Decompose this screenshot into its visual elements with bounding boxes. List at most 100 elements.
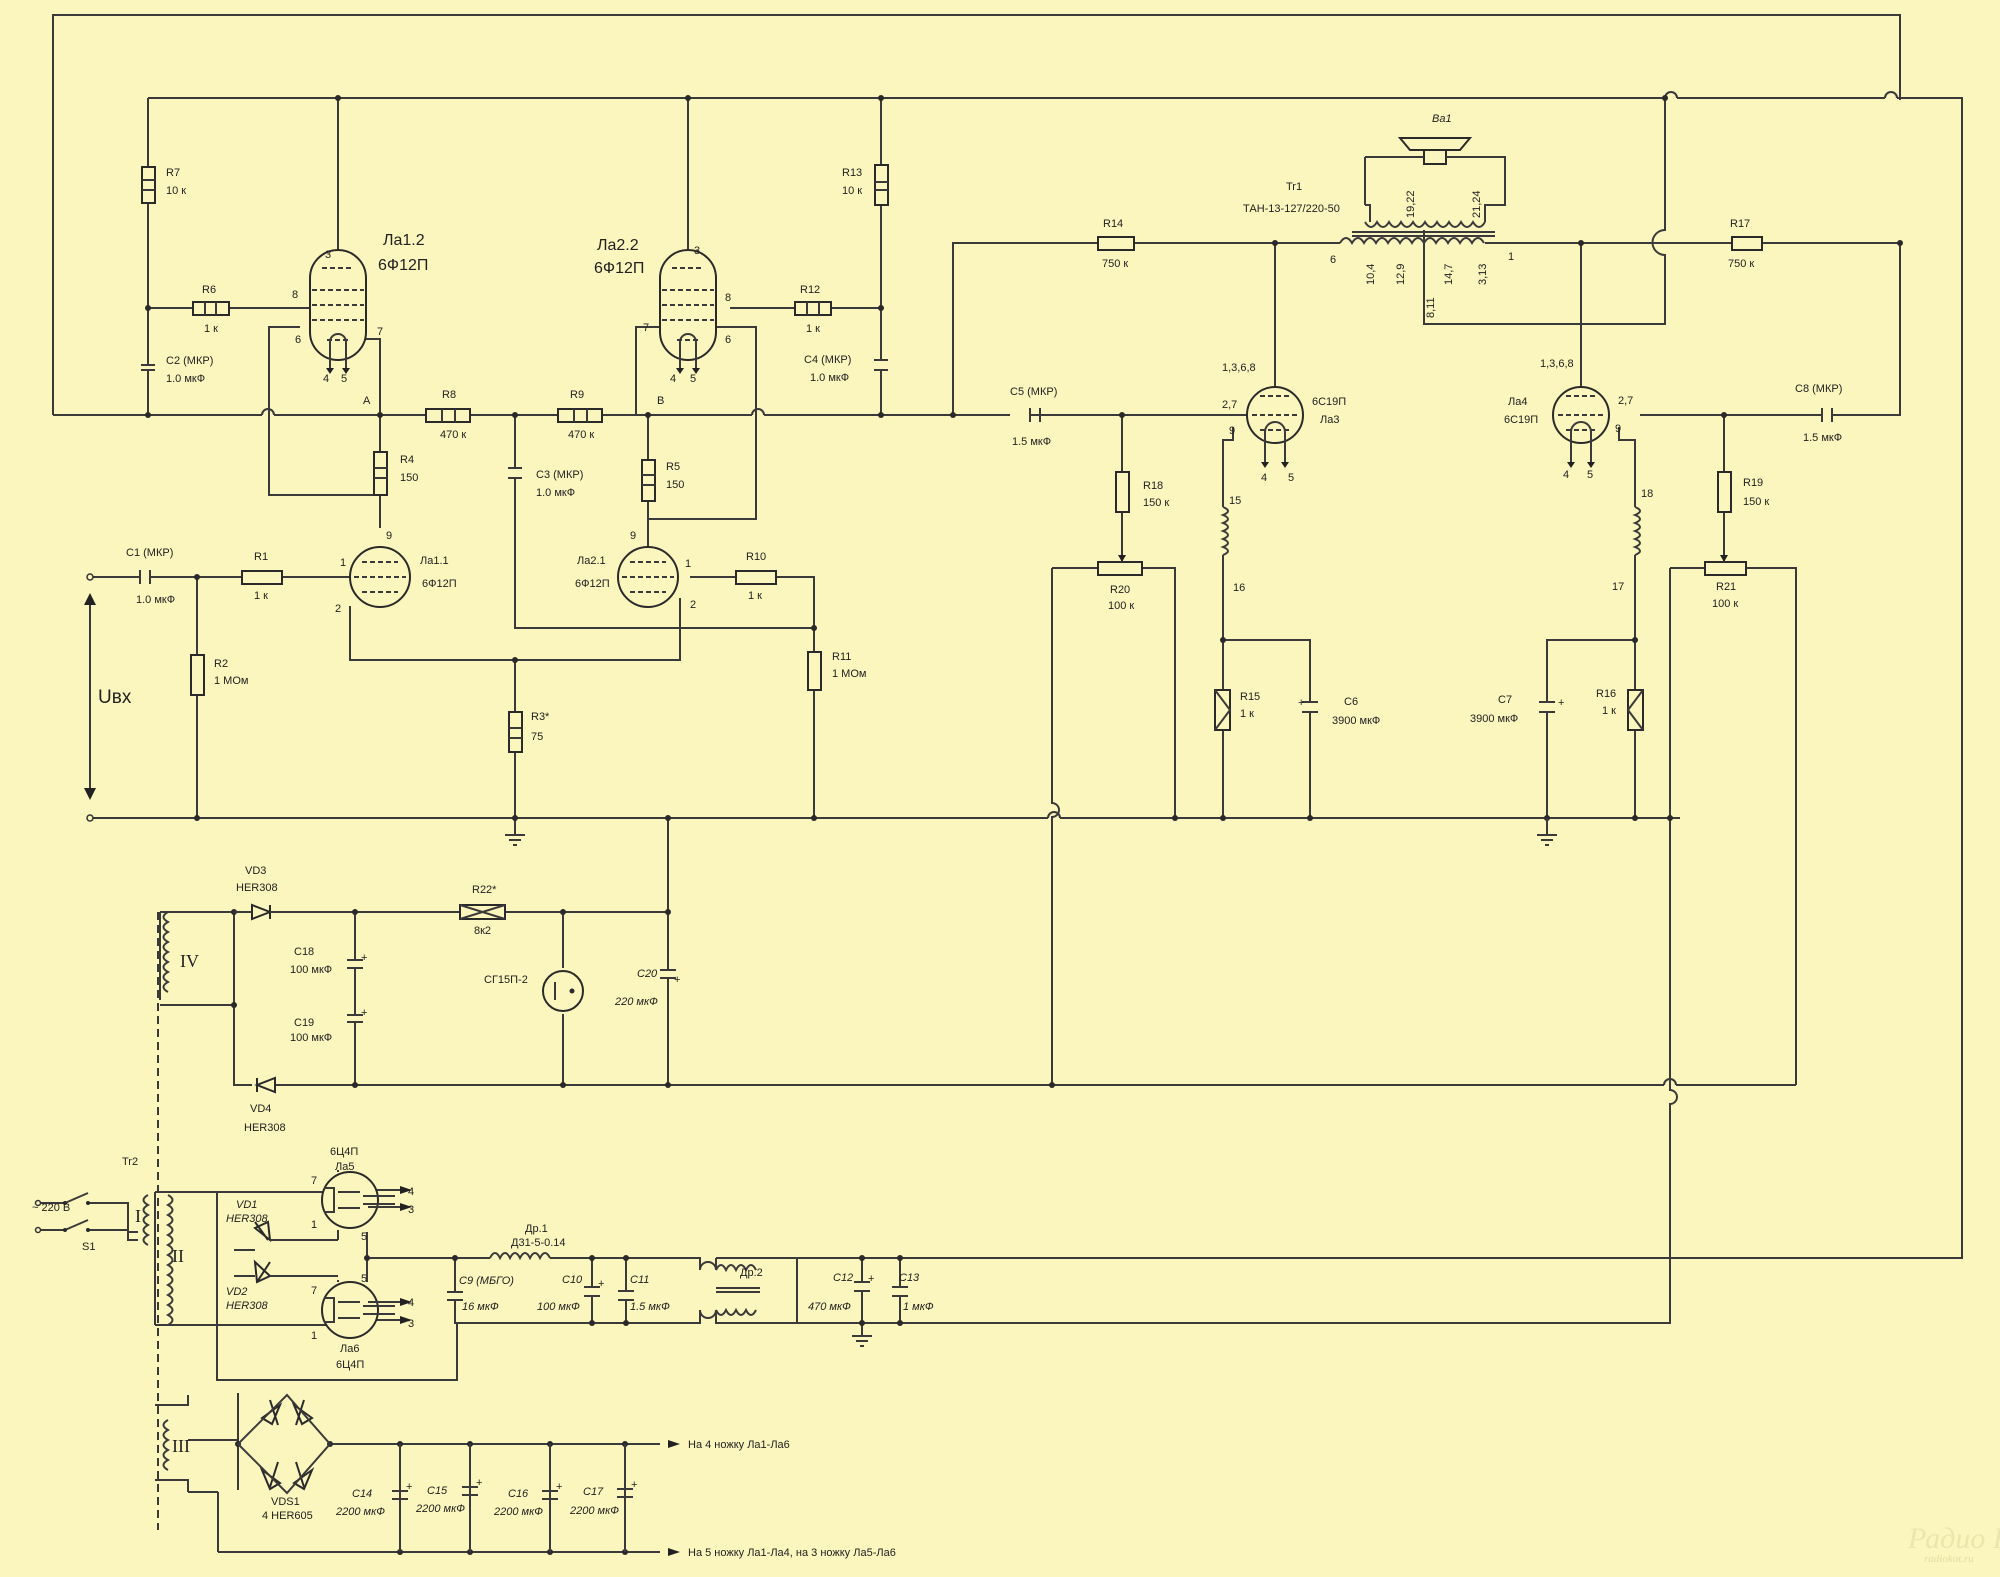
svg-text:+: + bbox=[674, 974, 680, 986]
VD3-diode bbox=[251, 903, 273, 921]
pin-number: 1,3,6,8 bbox=[1222, 362, 1256, 374]
C20-capacitor bbox=[660, 969, 676, 979]
pin-number: 4 bbox=[1563, 469, 1569, 481]
pin-number: 5 bbox=[361, 1273, 367, 1285]
C14-label: C14 bbox=[352, 1488, 372, 1500]
pin-number: 7 bbox=[311, 1175, 317, 1187]
C5-label: C5 (МКР) bbox=[1010, 386, 1057, 398]
R11-value: 1 МОм bbox=[832, 668, 866, 680]
C17-label: C17 bbox=[583, 1486, 604, 1498]
C7-capacitor bbox=[1539, 701, 1555, 713]
pin-number: 1 bbox=[340, 557, 346, 569]
svg-text:+: + bbox=[1298, 697, 1304, 709]
R22-value: 8к2 bbox=[474, 925, 491, 937]
pin-number: 7 bbox=[643, 322, 649, 334]
R18-label: R18 bbox=[1143, 480, 1163, 492]
heater-out-2: На 5 ножку Ла1-Ла4, на 3 ножку Ла5-Ла6 bbox=[688, 1547, 896, 1559]
R7-label: R7 bbox=[166, 167, 180, 179]
C8-value: 1.5 мкФ bbox=[1803, 432, 1842, 444]
C6-capacitor bbox=[1302, 701, 1318, 713]
tr1-pin: 12,9 bbox=[1395, 264, 1407, 285]
C6-value: 3900 мкФ bbox=[1332, 715, 1380, 727]
VD4-diode bbox=[254, 1076, 276, 1094]
R3-label: R3* bbox=[531, 711, 550, 723]
R9-value: 470 к bbox=[568, 429, 594, 441]
R17-value: 750 к bbox=[1728, 258, 1754, 270]
svg-text:+: + bbox=[1558, 697, 1564, 709]
C13-value: 1 мкФ bbox=[903, 1301, 934, 1313]
pin-number: 9 bbox=[386, 530, 392, 542]
capacitors bbox=[139, 359, 1833, 1552]
R20-value: 100 к bbox=[1108, 600, 1134, 612]
C10-value: 100 мкФ bbox=[537, 1301, 580, 1313]
R18-resistor bbox=[1115, 471, 1130, 513]
tr1-pin: 6 bbox=[1330, 254, 1336, 266]
C15-value: 2200 мкФ bbox=[415, 1503, 465, 1515]
R19-resistor bbox=[1717, 471, 1732, 513]
watermark-site: radiokot.ru bbox=[1924, 1553, 1974, 1565]
C20-label: C20 bbox=[637, 968, 658, 980]
C8-capacitor bbox=[1821, 408, 1833, 422]
R19-label: R19 bbox=[1743, 477, 1763, 489]
pin-number: 8 bbox=[725, 292, 731, 304]
C16-value: 2200 мкФ bbox=[493, 1506, 543, 1518]
R8-value: 470 к bbox=[440, 429, 466, 441]
VDS1-label: VDS1 bbox=[271, 1496, 300, 1508]
radiokot-watermark: Радио КОТ radiokot.ru bbox=[1907, 1522, 2000, 1565]
C10-label: C10 bbox=[562, 1274, 583, 1286]
pin-number: 9 bbox=[630, 530, 636, 542]
C2-capacitor bbox=[141, 364, 155, 371]
R10-resistor bbox=[735, 570, 777, 585]
VD4-type: HER308 bbox=[244, 1122, 286, 1134]
tubes bbox=[309, 249, 1610, 1339]
C10-capacitor bbox=[584, 1286, 600, 1297]
R6-label: R6 bbox=[202, 284, 216, 296]
C2-label: C2 (МКР) bbox=[166, 355, 213, 367]
R16-label: R16 bbox=[1596, 688, 1616, 700]
La2-2-label: Ла2.2 bbox=[597, 237, 639, 254]
R2-value: 1 МОм bbox=[214, 675, 248, 687]
svg-text:+: + bbox=[361, 952, 367, 964]
La2-1-type: 6Ф12П bbox=[575, 578, 610, 590]
S1-label: S1 bbox=[82, 1241, 95, 1253]
mains-label: ~ 220 В bbox=[32, 1202, 70, 1214]
C12-value: 470 мкФ bbox=[808, 1301, 851, 1313]
C2-value: 1.0 мкФ bbox=[166, 373, 205, 385]
resistors bbox=[141, 164, 1763, 920]
svg-text:+: + bbox=[556, 1481, 562, 1493]
C5-value: 1.5 мкФ bbox=[1012, 436, 1051, 448]
C9-label: C9 (МБГО) bbox=[459, 1275, 514, 1287]
pin-number: 7 bbox=[377, 326, 383, 338]
C12-capacitor bbox=[854, 1281, 870, 1292]
pin-number: 3 bbox=[408, 1204, 414, 1216]
R1-label: R1 bbox=[254, 551, 268, 563]
La6-type: 6Ц4П bbox=[336, 1359, 364, 1371]
pin-number: 9 bbox=[1615, 423, 1621, 435]
VD2-label: VD2 bbox=[226, 1286, 247, 1298]
watermark-text: Радио КОТ bbox=[1907, 1522, 2000, 1555]
S1-switch bbox=[34, 1192, 90, 1234]
Dr2-choke bbox=[715, 1264, 760, 1316]
pin-number: 7 bbox=[311, 1285, 317, 1297]
labels: R7 10 к R6 1 к R8 470 к R9 470 к R12 1 к… bbox=[32, 113, 1842, 1559]
C16-label: C16 bbox=[508, 1488, 529, 1500]
C14-value: 2200 мкФ bbox=[335, 1506, 385, 1518]
C4-label: C4 (МКР) bbox=[804, 354, 851, 366]
pin-number: 2 bbox=[690, 599, 696, 611]
pin-number: 2,7 bbox=[1618, 395, 1633, 407]
VD1-label: VD1 bbox=[236, 1199, 257, 1211]
La2-1-label: Ла2.1 bbox=[577, 555, 606, 567]
pin-number: 4 bbox=[408, 1186, 414, 1198]
VD2-type: HER308 bbox=[226, 1300, 268, 1312]
R22-label: R22* bbox=[472, 884, 497, 896]
Tr1-type: ТАН-13-127/220-50 bbox=[1243, 203, 1340, 215]
node-B-label: B bbox=[657, 395, 664, 407]
C3-value: 1.0 мкФ bbox=[536, 487, 575, 499]
C8-label: C8 (МКР) bbox=[1795, 383, 1842, 395]
pin-number: 5 bbox=[361, 1231, 367, 1243]
R21-potentiometer bbox=[1704, 561, 1747, 576]
VD1-diode bbox=[253, 1220, 272, 1243]
input-terminals bbox=[84, 573, 96, 822]
R11-resistor bbox=[807, 651, 822, 691]
R12-value: 1 к bbox=[806, 323, 820, 335]
